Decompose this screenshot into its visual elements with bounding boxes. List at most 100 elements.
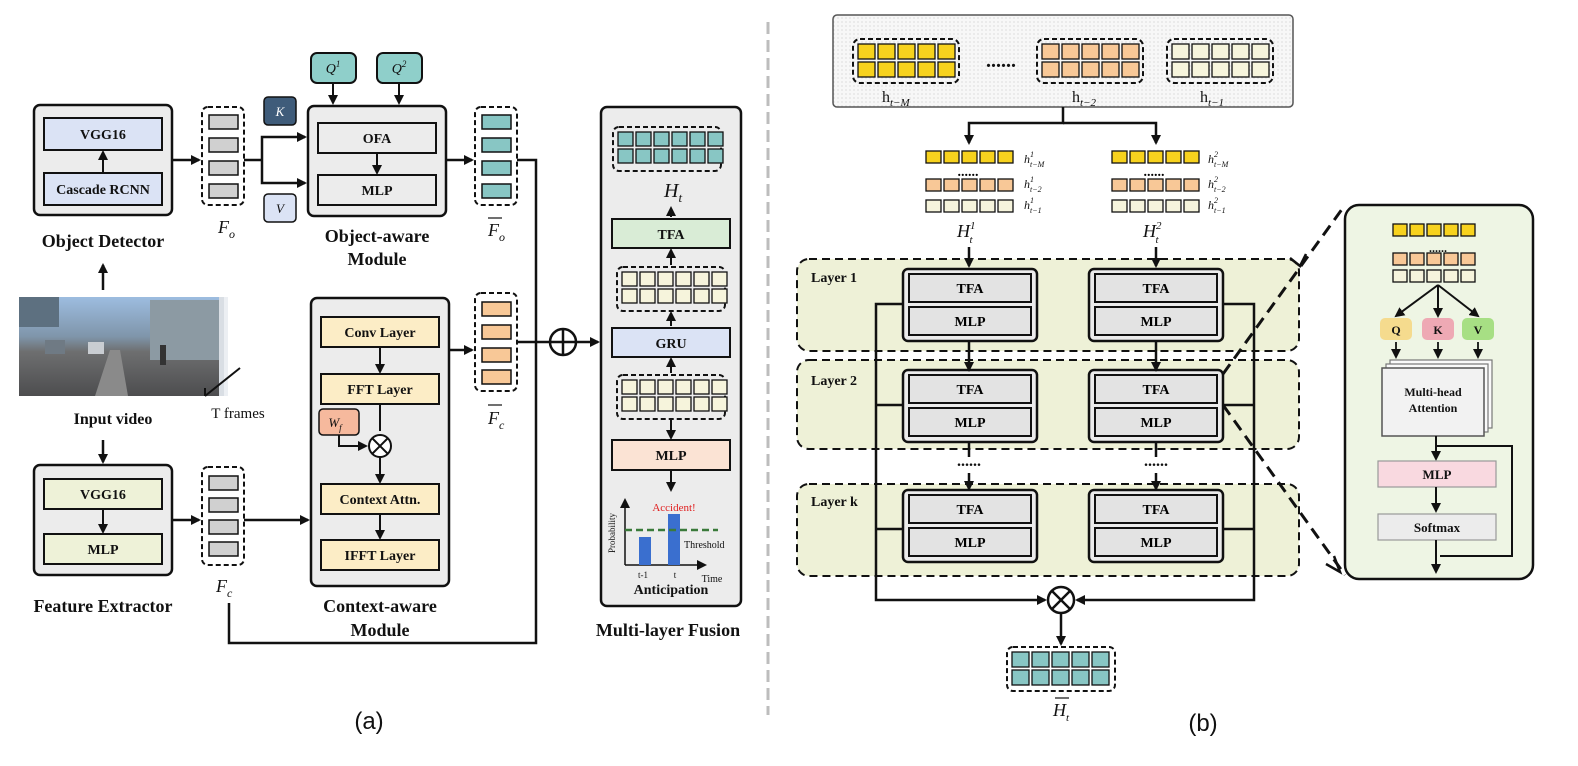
gru-output-grid bbox=[621, 271, 728, 304]
history-cell bbox=[897, 61, 916, 78]
fo-bar-label: Fo bbox=[487, 220, 505, 244]
ht-cell bbox=[635, 148, 652, 164]
gru-input-grid bbox=[621, 379, 728, 412]
gru-out-cell bbox=[675, 288, 692, 304]
h1-stack: ...... bbox=[925, 150, 1014, 213]
h-cell bbox=[961, 150, 978, 164]
history-cell bbox=[1171, 61, 1190, 78]
object-aware-module: Q1 Q2 OFA MLP Object-aware Module bbox=[306, 52, 448, 269]
feature-extractor-title: Feature Extractor bbox=[33, 596, 172, 616]
history-cell bbox=[1061, 61, 1080, 78]
fc-bar-label: Fc bbox=[487, 408, 505, 432]
history-cell bbox=[1211, 43, 1230, 60]
gru-in-cell bbox=[693, 379, 710, 395]
detail-cell bbox=[1426, 223, 1442, 237]
history-cell bbox=[1041, 61, 1060, 78]
fusion-title: Multi-layer Fusion bbox=[596, 620, 740, 640]
h-cell bbox=[1183, 178, 1200, 192]
h-cell bbox=[997, 150, 1014, 164]
block-mlp-box bbox=[1094, 527, 1218, 557]
tfa-box bbox=[1094, 374, 1218, 404]
fo-label: Fo bbox=[217, 217, 235, 241]
q1-label: Q1 bbox=[326, 59, 341, 77]
gru-in-cell bbox=[693, 396, 710, 412]
h-stack-dots: ...... bbox=[1144, 165, 1165, 180]
history-t-m-grid bbox=[857, 43, 956, 78]
input-video: Input video T frames bbox=[19, 297, 265, 428]
v-label: V bbox=[276, 201, 286, 216]
context-aware-module: Conv Layer FFT Layer Wf Context Attn. IF… bbox=[309, 296, 451, 640]
block-mlp-box bbox=[908, 527, 1032, 557]
fc-feature-stack: Fc bbox=[201, 466, 245, 600]
ht-cell bbox=[653, 148, 670, 164]
history-box bbox=[832, 14, 1294, 108]
h-cell bbox=[1183, 150, 1200, 164]
history-cell bbox=[1171, 43, 1190, 60]
object-aware-title-1: Object-aware bbox=[325, 226, 430, 246]
tfa-box bbox=[908, 374, 1032, 404]
h-cell bbox=[1147, 150, 1164, 164]
mha-label-1: Multi-head bbox=[1404, 385, 1462, 399]
history-cell bbox=[1081, 61, 1100, 78]
h-t-m-label: ht−M bbox=[882, 89, 910, 109]
wf-label: Wf bbox=[328, 415, 343, 433]
gru-in-cell bbox=[657, 396, 674, 412]
gru-label: GRU bbox=[655, 337, 686, 352]
block-mlp-label: MLP bbox=[1140, 416, 1172, 431]
h-cell bbox=[1165, 199, 1182, 213]
history-cell bbox=[937, 61, 956, 78]
ht-cell bbox=[707, 148, 724, 164]
ht-cell bbox=[635, 131, 652, 147]
gru-out-cell bbox=[639, 271, 656, 287]
h-cell bbox=[1165, 178, 1182, 192]
tfa-label: TFA bbox=[1143, 282, 1171, 297]
h-cell bbox=[925, 178, 942, 192]
fc-bar-stack: Fc bbox=[474, 292, 518, 432]
output-cell bbox=[1031, 651, 1050, 668]
tfa-box bbox=[1094, 494, 1218, 524]
h-cell bbox=[1147, 178, 1164, 192]
ht-cell bbox=[617, 148, 634, 164]
t-label: t bbox=[674, 570, 677, 580]
gru-out-cell bbox=[639, 288, 656, 304]
object-detector-title: Object Detector bbox=[42, 231, 164, 251]
vgg16-label: VGG16 bbox=[80, 128, 126, 143]
detail-token-grid bbox=[1392, 223, 1476, 283]
tfa-detail-panel: ...... Q K V Multi-head Attention MLP S bbox=[1343, 203, 1535, 581]
history-cell bbox=[1231, 61, 1250, 78]
detail-k-label: K bbox=[1433, 323, 1443, 337]
output-cell bbox=[1071, 651, 1090, 668]
history-cell bbox=[897, 43, 916, 60]
fe-mlp-label: MLP bbox=[87, 543, 119, 558]
history-t-2-grid bbox=[1041, 43, 1140, 78]
history-cell bbox=[1211, 61, 1230, 78]
tfa-label: TFA bbox=[957, 282, 985, 297]
h-cell bbox=[925, 150, 942, 164]
h-cell bbox=[961, 199, 978, 213]
history-cell bbox=[1041, 43, 1060, 60]
probability-label: Probability bbox=[607, 513, 617, 553]
tfa-label: TFA bbox=[957, 383, 985, 398]
block-mlp-box bbox=[1094, 306, 1218, 336]
h-cell bbox=[943, 199, 960, 213]
history-cell bbox=[917, 43, 936, 60]
accident-label: Accident! bbox=[652, 502, 695, 514]
history-cell bbox=[1061, 43, 1080, 60]
detail-cell bbox=[1409, 269, 1425, 283]
gru-out-cell bbox=[711, 271, 728, 287]
gru-out-cell bbox=[693, 288, 710, 304]
fusion-mlp-label: MLP bbox=[655, 449, 687, 464]
h-cell bbox=[979, 199, 996, 213]
v-token bbox=[263, 193, 297, 223]
output-cell bbox=[1031, 669, 1050, 686]
detail-cell bbox=[1443, 252, 1459, 266]
tfa-box bbox=[908, 494, 1032, 524]
ht-cell bbox=[653, 131, 670, 147]
gru-in-cell bbox=[675, 379, 692, 395]
gru-in-cell bbox=[657, 379, 674, 395]
